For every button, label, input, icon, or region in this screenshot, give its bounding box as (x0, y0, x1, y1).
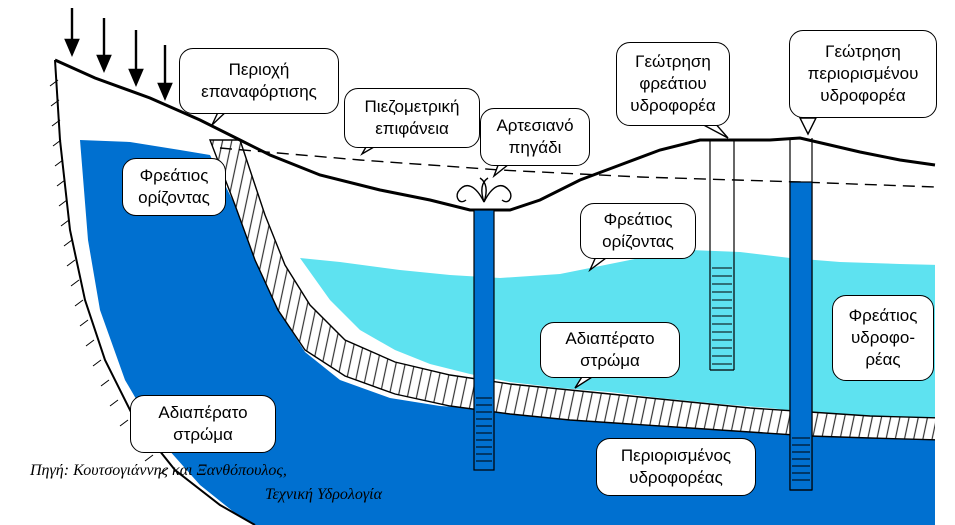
confined-well-label: Γεώτρηση περιορισμένου υδροφορέα (789, 30, 937, 118)
left-bank-line (54, 59, 256, 525)
label-line: Γεώτρηση (825, 42, 901, 61)
ground-surface-line (54, 58, 936, 212)
label-line: επιφάνεια (375, 119, 449, 138)
label-line: περιορισμένου (807, 64, 919, 83)
label-line: Περιορισμένος (620, 446, 732, 465)
confined-well (789, 138, 813, 491)
label-line: υδροφο- (850, 328, 916, 347)
piezometric-surface-line (219, 147, 936, 188)
label-line: Γεώτρηση (635, 52, 711, 71)
label-line: Φρεάτιος (139, 166, 209, 185)
label-line: Πιεζομετρική (364, 97, 460, 116)
water-table-left-label: Φρεάτιος ορίζοντας (122, 158, 226, 216)
label-line: στρώμα (173, 425, 233, 444)
impermeable-layer-bottom-label: Αδιαπέρατο στρώμα (130, 395, 276, 453)
impermeable-layer-mid-label: Αδιαπέρατο στρώμα (540, 322, 680, 378)
artesian-well-label: Αρτεσιανό πηγάδι (480, 108, 590, 166)
source-line-1: Πηγή: Κουτσογιάννης και Ξανθόπουλος, (30, 462, 287, 479)
label-line: Αδιαπέρατο (158, 403, 248, 422)
confined-aquifer-label: Περιορισμένος υδροφορέας (596, 438, 756, 496)
label-line: Αρτεσιανό (496, 116, 574, 135)
label-line: υδροφορέας (629, 468, 723, 487)
unconfined-aquifer-label: Φρεάτιος υδροφο-ρέας (832, 295, 934, 381)
recharge-arrows (64, 8, 173, 102)
unconfined-well (709, 140, 735, 371)
artesian-well (456, 177, 512, 471)
label-line: ορίζοντας (138, 188, 210, 207)
label-line: Αδιαπέρατο (565, 329, 655, 348)
label-line: στρώμα (580, 351, 640, 370)
label-line: ρέας (865, 350, 901, 369)
label-line: Φρεάτιος (603, 210, 673, 229)
label-line: Περιοχή (228, 60, 290, 79)
unconfined-well-label: Γεώτρηση φρεάτιου υδροφορέα (616, 42, 730, 126)
recharge-area-label: Περιοχή επαναφόρτισης (179, 48, 339, 114)
piezometric-surface-label: Πιεζομετρική επιφάνεια (344, 88, 480, 148)
source-line-2: Τεχνική Υδρολογία (265, 486, 382, 503)
label-line: Φρεάτιος (848, 306, 918, 325)
label-line: υδροφορέα (820, 86, 906, 105)
source-citation: Πηγή: Κουτσογιάννης και Ξανθόπουλος, Τεχ… (30, 459, 382, 507)
label-line: ορίζοντας (602, 232, 674, 251)
label-line: φρεάτιου (639, 74, 707, 93)
label-line: επαναφόρτισης (201, 82, 317, 101)
water-table-right-label: Φρεάτιος ορίζοντας (580, 203, 696, 259)
impermeable-layer-hatched (208, 139, 935, 441)
label-line: υδροφορέα (630, 96, 716, 115)
label-line: πηγάδι (508, 138, 562, 157)
